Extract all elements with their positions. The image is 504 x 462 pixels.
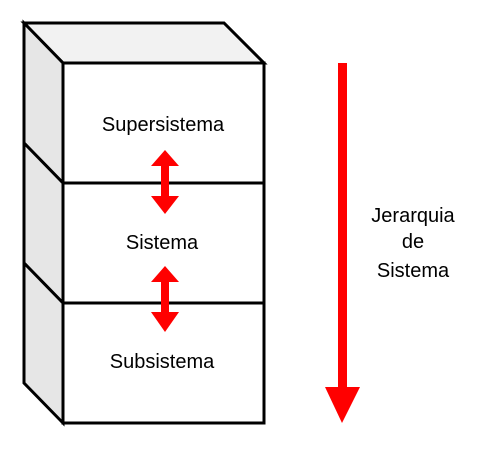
hierarchy-down-arrow-icon	[325, 63, 360, 423]
double-arrow-icon	[151, 150, 179, 214]
supersistema-label: Supersistema	[102, 114, 225, 136]
hierarchy-label-line-3: Sistema	[377, 260, 450, 282]
hierarchy-label-line-2: de	[402, 231, 424, 253]
subsistema-label: Subsistema	[110, 351, 215, 373]
hierarchy-label-line-1: Jerarquia	[371, 205, 455, 227]
double-arrow-icon	[151, 266, 179, 332]
sistema-label: Sistema	[126, 232, 199, 254]
stack-top-face	[20, 21, 268, 65]
